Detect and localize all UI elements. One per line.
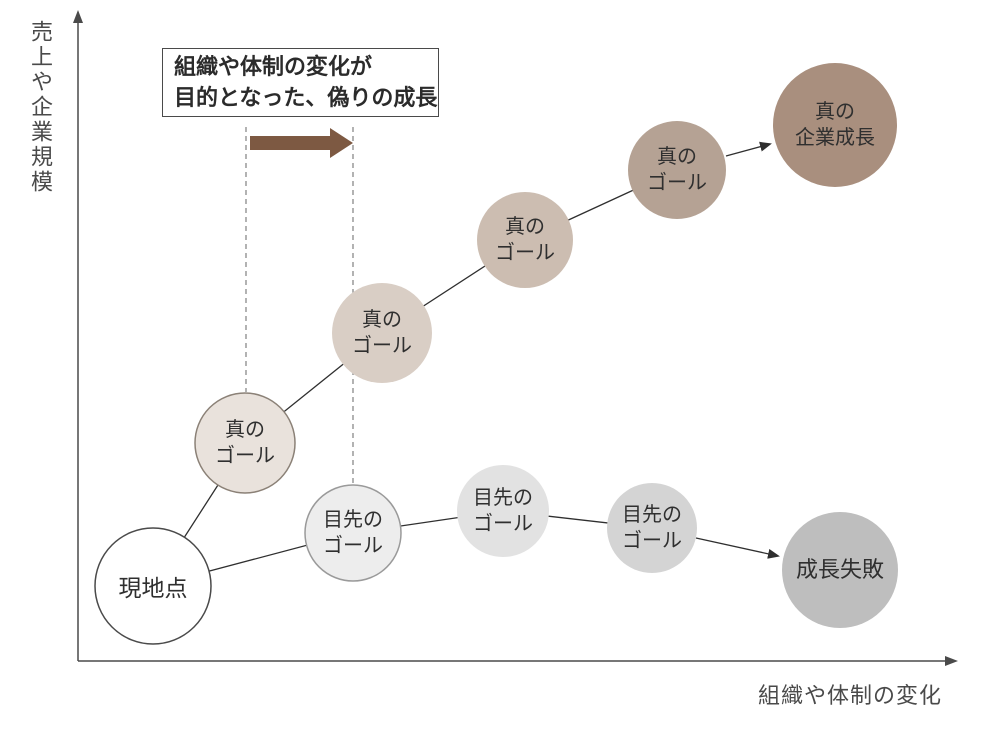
label-short-goal-2-line1: 目先の <box>473 487 533 509</box>
label-short-goal-1-line2: ゴール <box>323 535 383 557</box>
node-true-goal-1 <box>194 392 296 494</box>
label-true-corporate-growth-line1: 真の <box>815 101 855 123</box>
short-path-connector <box>152 510 653 587</box>
node-true-goal-2 <box>332 283 432 383</box>
label-true-goal-2-line2: ゴール <box>352 335 412 357</box>
x-axis-arrowhead-icon <box>945 656 958 666</box>
label-true-goal-2-line1: 真の <box>362 309 402 331</box>
false-growth-arrow-icon <box>250 128 353 158</box>
node-true-corporate-growth <box>773 63 897 187</box>
label-true-goal-1: 真の ゴール <box>215 417 275 469</box>
label-short-goal-2-line2: ゴール <box>473 513 533 535</box>
node-true-goal-4 <box>628 121 726 219</box>
arrow-to-true-growth <box>725 141 772 157</box>
label-current-position: 現地点 <box>118 575 188 601</box>
annotation-box: 組織や体制の変化が 目的となった、偽りの成長 <box>162 48 439 117</box>
y-axis-label: 売上や企業規模 <box>28 20 53 195</box>
label-true-corporate-growth: 真の 企業成長 <box>795 99 875 151</box>
label-true-goal-1-line1: 真の <box>225 419 265 441</box>
node-growth-failure <box>782 512 898 628</box>
x-axis-label: 組織や体制の変化 <box>758 683 943 708</box>
label-short-goal-3-line1: 目先の <box>622 504 682 526</box>
node-current-position <box>94 527 212 645</box>
label-short-goal-3: 目先の ゴール <box>622 502 682 554</box>
label-true-goal-4-line2: ゴール <box>647 172 707 194</box>
label-true-goal-1-line2: ゴール <box>215 445 275 467</box>
arrow-to-growth-failure <box>695 537 780 559</box>
label-true-corporate-growth-line2: 企業成長 <box>795 127 875 149</box>
label-true-goal-2: 真の ゴール <box>352 307 412 359</box>
annotation-line-1: 組織や体制の変化が <box>174 54 373 79</box>
label-short-goal-1-line1: 目先の <box>323 509 383 531</box>
node-short-goal-3 <box>607 483 697 573</box>
label-true-goal-3-line2: ゴール <box>495 242 555 264</box>
label-growth-failure: 成長失敗 <box>795 557 885 582</box>
label-short-goal-2: 目先の ゴール <box>473 485 533 537</box>
node-true-goal-3 <box>477 192 573 288</box>
y-axis-arrowhead-icon <box>73 10 83 23</box>
label-true-goal-4-line1: 真の <box>657 146 697 168</box>
label-true-goal-3: 真の ゴール <box>495 214 555 266</box>
node-short-goal-1 <box>304 484 402 582</box>
label-true-goal-4: 真の ゴール <box>647 144 707 196</box>
annotation-line-2: 目的となった、偽りの成長 <box>174 85 438 110</box>
node-short-goal-2 <box>457 465 549 557</box>
label-short-goal-3-line2: ゴール <box>622 530 682 552</box>
label-true-goal-3-line1: 真の <box>505 216 545 238</box>
label-short-goal-1: 目先の ゴール <box>323 507 383 559</box>
